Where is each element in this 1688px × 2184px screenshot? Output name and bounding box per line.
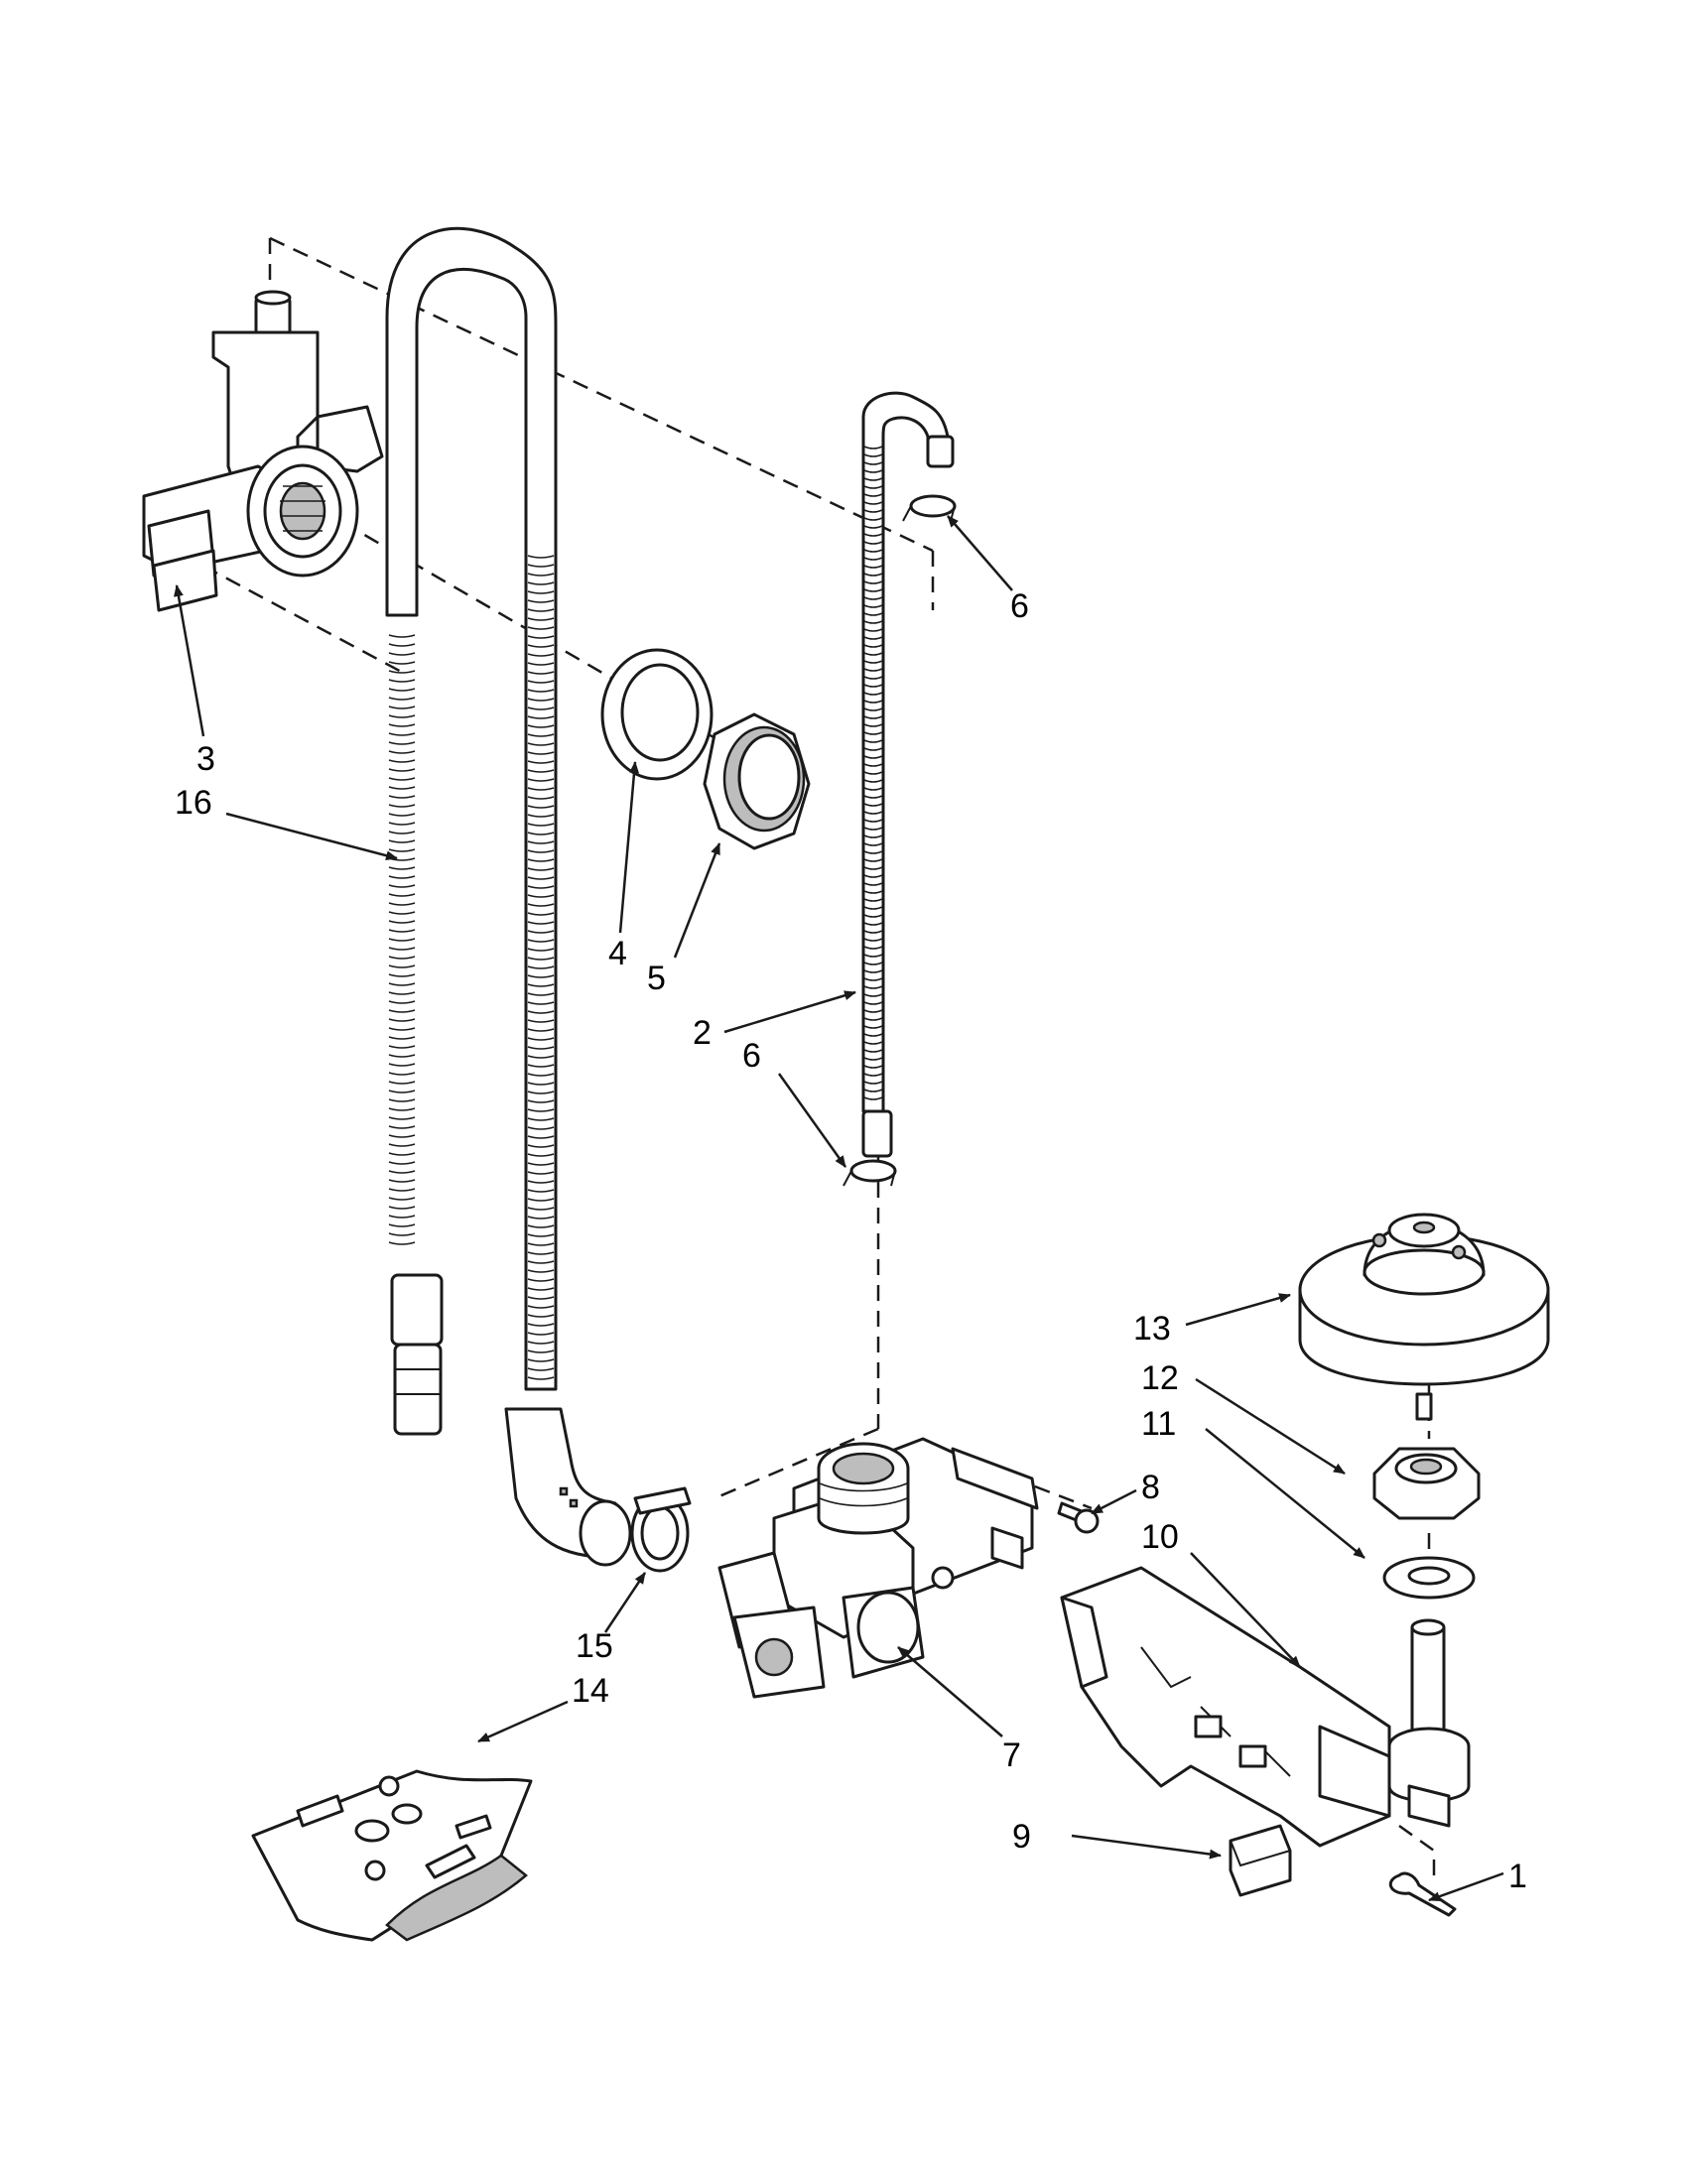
part-14-hardware-bag xyxy=(251,1769,533,1942)
callout-7: 7 xyxy=(1002,1736,1021,1774)
callout-10: 10 xyxy=(1141,1518,1179,1556)
part-16-drain-hose xyxy=(385,226,632,1567)
part-10-float-bracket xyxy=(1060,1566,1471,1848)
callout-labels: 1 2 3 4 5 6 6 7 8 9 10 11 12 13 14 15 16 xyxy=(175,587,1527,1895)
callout-16: 16 xyxy=(175,784,212,822)
callout-3: 3 xyxy=(196,740,215,778)
part-3-vent-fitting xyxy=(142,290,384,612)
leader-lines xyxy=(174,515,1504,1902)
part-13-float xyxy=(1298,1213,1550,1421)
callout-6-lower: 6 xyxy=(742,1037,761,1075)
callout-13: 13 xyxy=(1133,1310,1171,1348)
callout-11: 11 xyxy=(1141,1405,1176,1443)
part-7-water-valve xyxy=(717,1437,1039,1699)
callout-6-upper: 6 xyxy=(1010,587,1029,625)
part-1-retaining-clip xyxy=(1388,1871,1457,1917)
part-15-hose-clamp xyxy=(630,1486,692,1573)
part-8-screw xyxy=(1057,1501,1100,1534)
part-6-clamp-upper xyxy=(902,494,957,522)
callout-1: 1 xyxy=(1508,1858,1527,1895)
callout-15: 15 xyxy=(576,1627,613,1665)
callout-14: 14 xyxy=(572,1672,609,1710)
callout-8: 8 xyxy=(1141,1469,1160,1506)
part-6-clamp-lower xyxy=(843,1159,897,1187)
part-12-float-nut xyxy=(1372,1447,1481,1520)
part-11-washer xyxy=(1382,1556,1476,1600)
part-4-gasket xyxy=(600,648,714,781)
callout-9: 9 xyxy=(1012,1818,1031,1856)
callout-2: 2 xyxy=(693,1014,712,1052)
part-5-nut xyxy=(703,712,811,850)
callout-4: 4 xyxy=(608,935,627,972)
part-2-fill-hose xyxy=(861,391,955,1158)
part-9-micro-switch xyxy=(1229,1824,1292,1897)
callout-12: 12 xyxy=(1141,1359,1179,1397)
callout-5: 5 xyxy=(647,960,666,997)
